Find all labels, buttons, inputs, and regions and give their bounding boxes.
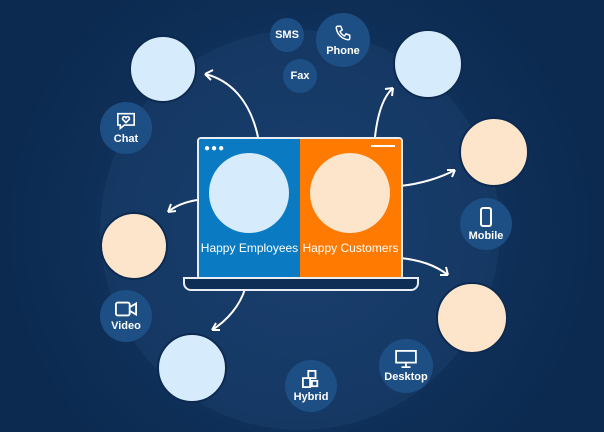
avatar-person-right-headset — [459, 117, 529, 187]
avatar-person-left-headset — [100, 212, 168, 280]
mobile-label: Mobile — [468, 229, 504, 242]
customers-panel: Happy Customers — [300, 139, 401, 278]
arrow-top-left — [204, 73, 259, 138]
sms-bubble: SMS — [270, 18, 304, 52]
arrow-bottom-left — [211, 288, 246, 331]
chat-heart-icon — [117, 112, 135, 130]
desktop-bubble: Desktop — [379, 339, 433, 393]
hybrid-bubble: Hybrid — [285, 360, 337, 412]
window-bar — [371, 145, 395, 147]
arrow-right-upper — [399, 169, 456, 187]
hybrid-icon — [302, 369, 319, 388]
arrow-left — [167, 199, 198, 213]
avatar-person-right-lower — [436, 282, 508, 354]
arrow-right-lower — [399, 257, 449, 276]
avatar-person-top-left — [129, 35, 197, 103]
mobile-icon — [480, 206, 492, 227]
customer-avatar — [310, 153, 390, 233]
arrow-top-right — [374, 87, 394, 138]
desktop-label: Desktop — [384, 370, 428, 383]
avatar-person-bottom-left — [157, 333, 227, 403]
window-dots: ●●● — [204, 143, 226, 154]
fax-bubble: Fax — [283, 59, 317, 93]
phone-label: Phone — [326, 44, 360, 57]
customers-label: Happy Customers — [302, 241, 399, 255]
sms-label: SMS — [275, 29, 299, 41]
phone-bubble: Phone — [316, 13, 370, 67]
mobile-bubble: Mobile — [460, 198, 512, 250]
phone-icon — [335, 25, 351, 41]
chat-bubble: Chat — [100, 102, 152, 154]
avatar-person-top-right — [393, 29, 463, 99]
laptop-screen: ●●● Happy Employees Happy Customers — [197, 137, 403, 280]
video-camera-icon — [115, 301, 137, 316]
desktop-icon — [395, 349, 417, 368]
chat-label: Chat — [113, 132, 139, 145]
video-label: Video — [111, 319, 141, 332]
employees-label: Happy Employees — [200, 241, 299, 255]
fax-label: Fax — [290, 70, 310, 82]
employees-panel: Happy Employees — [199, 139, 300, 278]
hybrid-label: Hybrid — [293, 390, 329, 403]
employee-avatar — [209, 153, 289, 233]
laptop-base — [183, 277, 419, 291]
video-bubble: Video — [100, 290, 152, 342]
